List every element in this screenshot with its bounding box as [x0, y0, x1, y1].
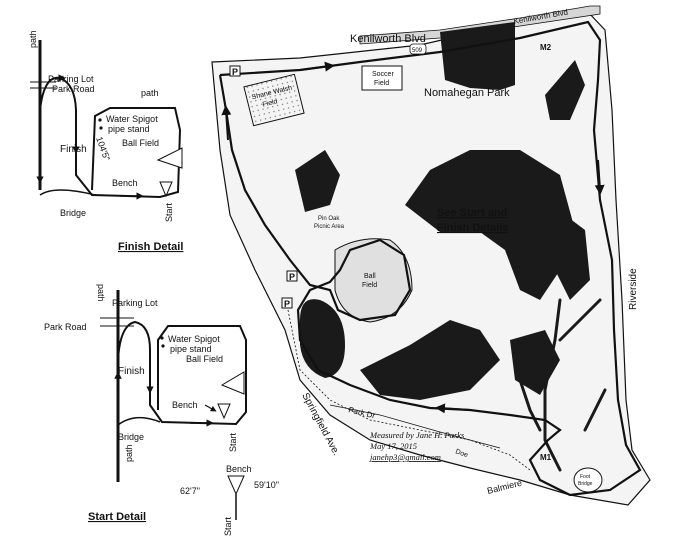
finish-label: Finish — [60, 144, 87, 155]
road-riverside: Riverside — [628, 268, 639, 310]
spigot-dot-1 — [98, 118, 102, 122]
pin-oak-label-2: Picnic Area — [314, 224, 345, 230]
woods-west — [295, 150, 340, 212]
start-start-label: Start — [228, 432, 238, 452]
parking-symbols: P P P — [229, 65, 298, 309]
woods-east — [555, 215, 590, 300]
finish-ball-field-label: Ball Field — [122, 138, 159, 148]
parking-marker-3: P — [284, 299, 290, 309]
road-balmiere: Balmiere — [486, 478, 523, 496]
start-park-road: Park Road — [44, 322, 87, 332]
marker-m2: M2 — [540, 43, 552, 52]
start-ball-field — [220, 371, 245, 395]
foot-bridge-label-2: Bridge — [578, 481, 593, 487]
route-arrow-4 — [221, 105, 232, 141]
start-bench-label: Bench — [172, 400, 198, 410]
callout-line-2: Finish Details — [437, 222, 509, 234]
main-map: P P P 509 Kenilworth Blvd Kenilworth Blv… — [211, 5, 651, 506]
foot-bridge-label-1: Foot — [580, 474, 591, 480]
start-bridge-label: Bridge — [118, 432, 144, 442]
credit-line-3: janehp3@gmail.com — [369, 452, 441, 462]
start-arrow-4 — [204, 404, 217, 412]
measure-bench-label: Bench — [226, 464, 252, 474]
measure-start-label: Start — [223, 516, 233, 536]
parking-marker-2: P — [289, 272, 295, 282]
route-arrow-1 — [299, 61, 335, 72]
credit-line-1: Measured by Jane H. Parks — [369, 430, 465, 440]
finish-bench-icon — [159, 181, 173, 198]
start-bench-icon — [217, 403, 231, 420]
start-path-top: path — [96, 284, 106, 302]
main-ball-field-label-2: Field — [362, 282, 377, 289]
finish-ball-field — [156, 147, 183, 169]
start-loop — [117, 416, 161, 426]
foot-bridge — [573, 467, 603, 493]
route-shield-icon — [409, 43, 427, 55]
start-ball-field-label: Ball Field — [186, 354, 223, 364]
parking-marker-1: P — [232, 67, 238, 77]
route-shield-number: 509 — [412, 48, 423, 54]
measure-left: 62'7" — [180, 486, 200, 496]
park-dr-road — [329, 404, 501, 449]
finish-distance: 104'5" — [94, 135, 112, 162]
finish-path-top: path — [28, 30, 38, 48]
finish-park-road: Park Road — [52, 84, 95, 94]
finish-detail: path path Parking Lot Park Road Water Sp… — [28, 30, 183, 253]
soccer-field-label-1: Soccer — [372, 71, 394, 78]
road-doe: Doe — [454, 448, 469, 459]
finish-bench-label: Bench — [112, 178, 138, 188]
start-route — [117, 320, 247, 426]
woods-northeast — [545, 60, 585, 120]
start-water-2: pipe stand — [170, 344, 212, 354]
credit-line-2: May 17, 2015 — [369, 441, 417, 451]
finish-detail-title: Finish Detail — [118, 241, 183, 253]
shane-walsh-field — [243, 73, 305, 127]
start-road-ticks — [100, 317, 134, 327]
measure-bench-icon — [227, 475, 245, 496]
road-kenilworth-top: Kenilworth Blvd — [350, 33, 426, 45]
streams — [518, 298, 607, 472]
start-detail-title: Start Detail — [88, 511, 146, 523]
start-path-bottom: path — [124, 444, 134, 462]
pin-oak-label-1: Pin Oak — [318, 216, 340, 222]
finish-path-right: path — [141, 88, 159, 98]
finish-loop — [39, 189, 96, 196]
finish-bridge-label: Bridge — [60, 208, 86, 218]
soccer-field — [361, 65, 403, 91]
main-ball-field-label-1: Ball — [364, 273, 376, 280]
shane-walsh-label-2: Field — [262, 98, 279, 108]
woods-and-water — [295, 22, 590, 400]
finish-water-2: pipe stand — [108, 124, 150, 134]
woods-central — [405, 150, 575, 300]
marker-m1: M1 — [540, 453, 552, 462]
start-spigot-dot-1 — [160, 336, 164, 340]
soccer-field-label-2: Field — [374, 80, 389, 87]
finish-start-label: Start — [164, 202, 174, 222]
springfield-ave-road — [287, 309, 531, 471]
finish-parking-lot: Parking Lot — [48, 74, 94, 84]
park-name-label: Nomahegan Park — [424, 87, 510, 99]
spigot-dot-2 — [99, 126, 103, 130]
woods-north — [440, 22, 515, 90]
woods-south — [360, 320, 500, 400]
route-arrow-3 — [435, 403, 471, 414]
kenilworth-road-band — [359, 5, 601, 45]
callout-line-1: See Start and — [437, 207, 507, 219]
start-spigot-dot-2 — [161, 344, 165, 348]
start-finish-label: Finish — [118, 366, 145, 377]
finish-road-ticks — [30, 81, 56, 89]
route-arrow-2 — [594, 159, 605, 195]
start-parking-lot: Parking Lot — [112, 298, 158, 308]
finish-route — [39, 76, 182, 199]
start-water-1: Water Spigot — [168, 334, 220, 344]
finish-water-1: Water Spigot — [106, 114, 158, 124]
start-detail: path path Parking Lot Park Road Water Sp… — [44, 284, 279, 536]
measure-right: 59'10" — [254, 480, 279, 490]
